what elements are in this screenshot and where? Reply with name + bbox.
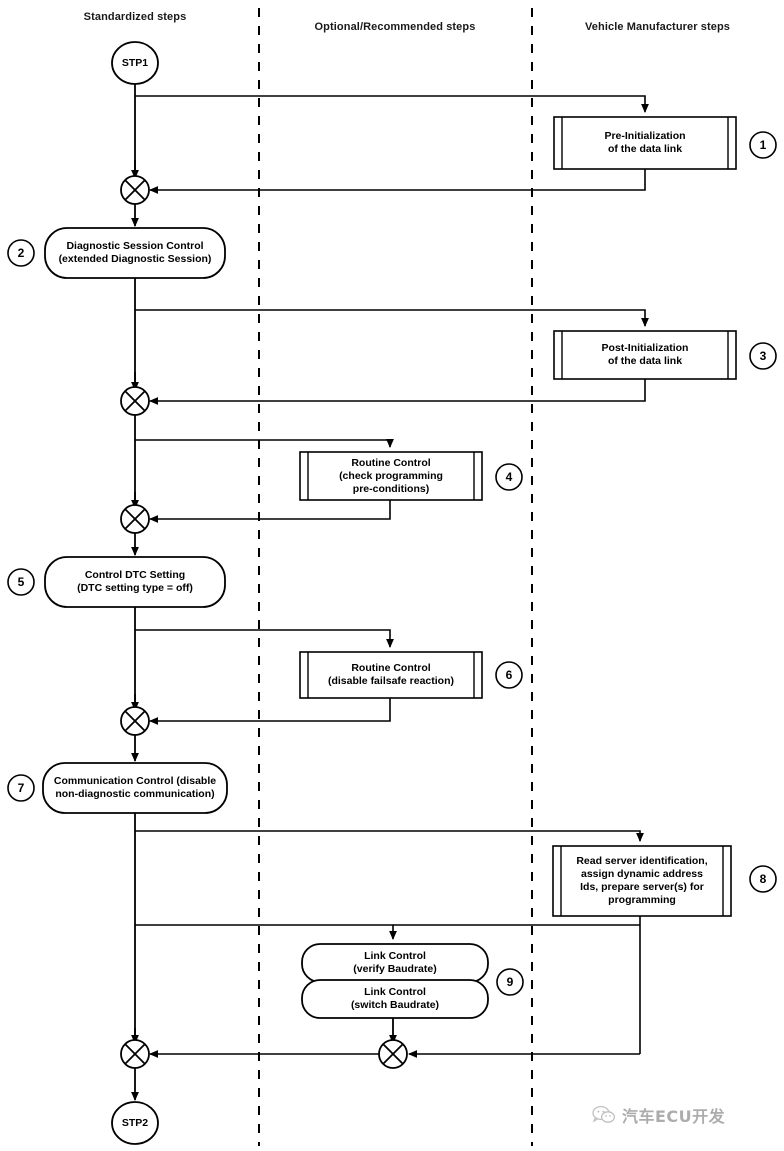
step-1-shape: [553, 116, 737, 170]
junction-5-shape: [120, 1039, 150, 1069]
step-8-number: 8: [759, 872, 767, 886]
step-2-number: 2: [17, 246, 25, 260]
lane-title-manufacturer: Vehicle Manufacturer steps: [584, 21, 731, 33]
start-terminator-label: STP1: [121, 56, 149, 69]
step-7-badge: [7, 774, 35, 802]
end-terminator: [111, 1101, 159, 1145]
junction-2-shape: [120, 386, 150, 416]
step-5-number: 5: [17, 575, 25, 589]
step-5-shape: [44, 556, 226, 608]
edge-bus-to-step9: [135, 924, 397, 940]
step-8-shape: [552, 845, 732, 917]
step-9-number: 9: [506, 975, 514, 989]
step-1-number: 1: [759, 138, 767, 152]
step-8-badge: [749, 865, 777, 893]
end-terminator-label: STP2: [121, 1116, 149, 1129]
edge-step4-to-junction-3: [149, 500, 391, 523]
step-6-badge: [495, 661, 523, 689]
edge-to-step4: [135, 439, 394, 448]
junction-6-shape: [378, 1039, 408, 1069]
step-4-number: 4: [505, 470, 513, 484]
step-3-number: 3: [759, 349, 767, 363]
step-6-number: 6: [505, 668, 513, 682]
step-6-shape: [299, 651, 483, 699]
step-9-badge: [496, 968, 524, 996]
edge-step1-to-junction-1: [149, 169, 646, 194]
step-9b-shape: [301, 979, 489, 1019]
step-2-shape: [44, 227, 226, 279]
lane-title-standardized: Standardized steps: [83, 11, 187, 23]
step-1-badge: [749, 131, 777, 159]
edge-to-step8: [135, 830, 644, 842]
edge-to-step6: [135, 629, 394, 648]
edge-start-to-step1: [135, 95, 649, 113]
step-7-number: 7: [17, 781, 25, 795]
step-4-badge: [495, 463, 523, 491]
step-3-badge: [749, 342, 777, 370]
watermark: 汽车ECU开发: [592, 1100, 778, 1130]
junction-1-shape: [120, 175, 150, 205]
junction-3-shape: [120, 504, 150, 534]
junction-4-shape: [120, 706, 150, 736]
edge-step3-to-junction-2: [149, 379, 646, 405]
edge-step6-to-junction-4: [149, 698, 391, 725]
lane-title-optional: Optional/Recommended steps: [314, 21, 476, 33]
step-7-shape: [42, 762, 228, 814]
step-2-badge: [7, 239, 35, 267]
step-4-shape: [299, 451, 483, 501]
edge-step2-to-step3: [135, 309, 649, 327]
step-3-shape: [553, 330, 737, 380]
watermark-text: 汽车ECU开发: [622, 1107, 726, 1126]
step-5-badge: [7, 568, 35, 596]
step-9a-shape: [301, 943, 489, 983]
wechat-icon: [592, 1105, 616, 1123]
